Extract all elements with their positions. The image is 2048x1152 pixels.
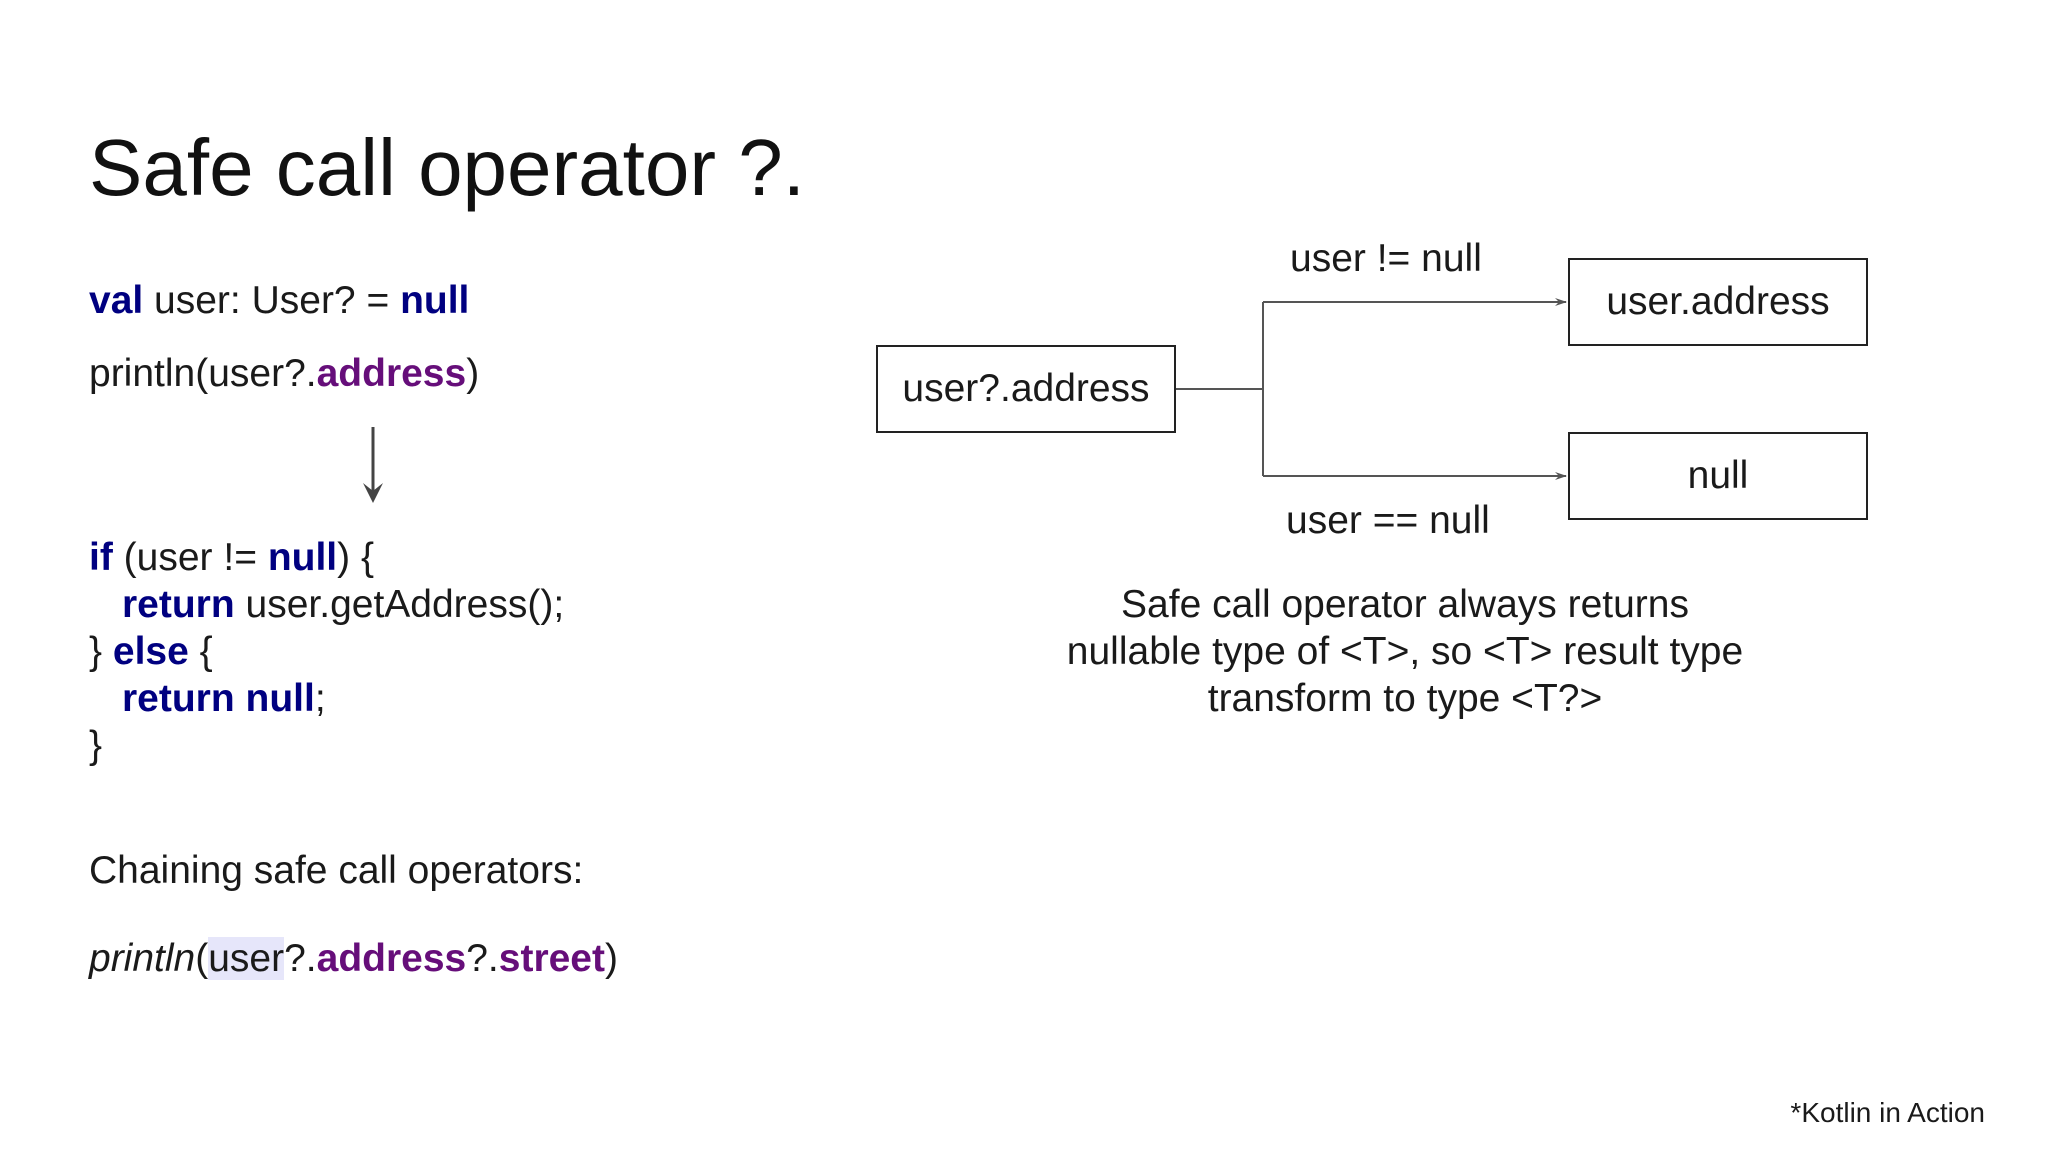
code-text: user.getAddress();: [234, 583, 565, 626]
property-address: address: [316, 352, 467, 395]
code-line-chained-safe-call: println(user?.address?.street): [89, 936, 618, 982]
branch-nonnull-label: user != null: [1290, 237, 1482, 280]
code-text: ?.: [466, 937, 499, 980]
code-text: {: [188, 630, 213, 673]
keyword-val: val: [89, 279, 144, 322]
caption-line: transform to type <T?>: [1207, 677, 1603, 720]
diagram-source-box: user?.address: [876, 345, 1176, 433]
code-text: ): [605, 937, 618, 980]
code-line-close-brace: }: [89, 723, 102, 769]
keyword-return: return: [122, 677, 235, 720]
keyword-else: else: [112, 630, 189, 673]
code-line-val-declaration: val user: User? = null: [89, 278, 469, 324]
source-note: *Kotlin in Action: [1790, 1097, 1985, 1128]
diagram-null-box: null: [1568, 432, 1868, 520]
highlighted-receiver: user: [208, 937, 285, 980]
keyword-null: null: [400, 279, 470, 322]
code-line-return-null: return null;: [89, 676, 326, 722]
code-line-println-safe-call: println(user?.address): [89, 351, 479, 397]
branch-null-label: user == null: [1286, 499, 1490, 542]
property-address: address: [316, 937, 467, 980]
keyword-if: if: [89, 536, 113, 579]
code-line-else: } else {: [89, 629, 213, 675]
chaining-heading: Chaining safe call operators:: [89, 849, 584, 892]
code-text: (user !=: [112, 536, 268, 579]
code-text: ?.: [284, 937, 317, 980]
diagram-nonnull-box: user.address: [1568, 258, 1868, 346]
code-text: println(user?.: [89, 352, 317, 395]
code-text: }: [89, 630, 113, 673]
slide-title: Safe call operator ?.: [89, 123, 805, 212]
keyword-null: null: [267, 536, 338, 579]
code-text: }: [89, 724, 103, 767]
keyword-return: return: [122, 583, 235, 626]
property-street: street: [498, 937, 605, 980]
code-text: (: [195, 937, 209, 980]
diagram-caption: Safe call operator always returns nullab…: [1030, 581, 1780, 722]
code-line-return-address: return user.getAddress();: [89, 582, 564, 628]
keyword-null: null: [234, 677, 315, 720]
down-arrow-icon: [363, 427, 383, 503]
function-println: println: [89, 937, 196, 980]
code-text: user: User? =: [143, 279, 401, 322]
code-line-if: if (user != null) {: [89, 535, 374, 581]
code-text: ;: [314, 677, 326, 720]
code-text: ): [466, 352, 480, 395]
caption-line: Safe call operator always returns: [1121, 583, 1689, 626]
caption-line: nullable type of <T>, so <T> result type: [1066, 630, 1744, 673]
code-text: ) {: [337, 536, 374, 579]
